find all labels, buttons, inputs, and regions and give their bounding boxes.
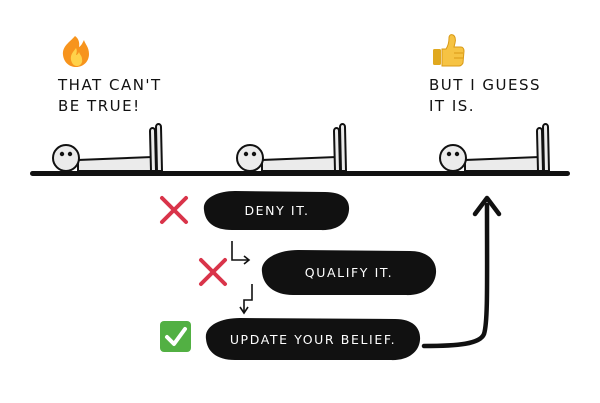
right-caption-line2: IT IS. [429,97,475,115]
connector-arrow-2 [243,284,253,312]
right-caption-line1: BUT I GUESS [429,76,541,94]
return-arrowhead [472,195,502,217]
fire-icon [62,36,89,67]
step-pill-update [205,318,421,361]
step-pill-deny [203,191,350,231]
thumbs-up-icon [433,34,465,67]
step-pill-qualify [261,250,437,296]
return-arrow [421,202,490,349]
connector-arrow-1 [231,241,248,261]
ground-line [30,171,570,176]
check-icon [160,321,191,352]
lying-figure-right [439,123,551,172]
step-label-deny: DENY IT. [244,203,309,218]
left-caption-line2: BE TRUE! [58,97,141,115]
step-label-update: UPDATE YOUR BELIEF. [230,332,396,347]
cross-icon [160,196,188,224]
lying-figure-left [52,123,164,172]
cross-icon [199,258,227,286]
left-caption-line1: THAT CAN'T [57,76,162,94]
lying-figure-middle [236,123,348,172]
step-label-qualify: QUALIFY IT. [305,265,393,280]
